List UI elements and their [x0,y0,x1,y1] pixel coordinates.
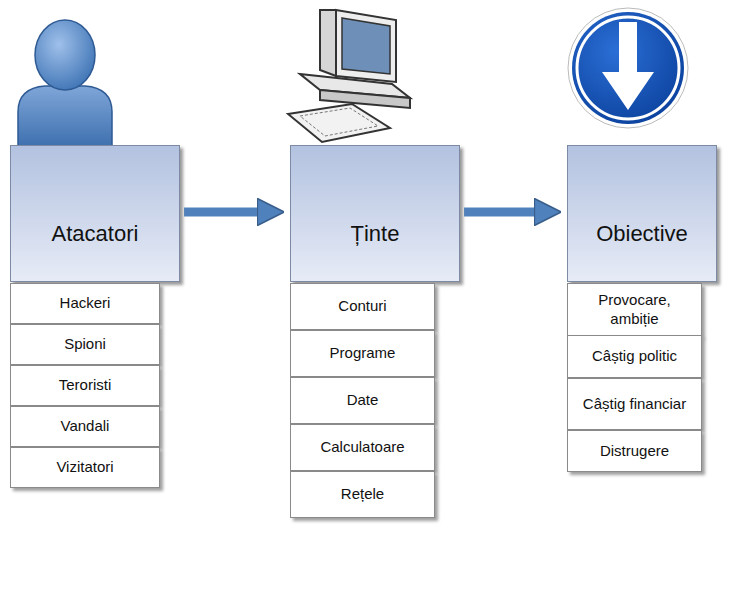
category-header-box: Obiective [567,145,717,282]
item-label: Calculatoare [320,438,404,457]
item-label: Provocare, ambiție [574,291,695,329]
flow-arrow [464,208,537,217]
category-title: Atacatori [52,221,139,247]
item-label: Vandali [61,417,110,436]
item-label: Câștig financiar [583,395,686,414]
item-label: Distrugere [600,442,669,461]
computer-icon [288,10,410,142]
category-title: Ținte [351,221,400,247]
person-icon [18,20,112,148]
list-item-box: Programe [290,330,435,377]
item-label: Câștig politic [592,347,677,366]
item-label: Programe [330,344,396,363]
list-item-box: Vandali [10,406,160,447]
category-title: Obiective [596,221,688,247]
list-item-box: Spioni [10,324,160,365]
list-item-box: Calculatoare [290,424,435,471]
item-label: Spioni [64,335,106,354]
item-label: Date [347,391,379,410]
list-item-box: Distrugere [567,430,702,472]
list-item-box: Câștig politic [567,335,702,378]
list-item-box: Teroristi [10,365,160,406]
list-item-box: Câștig financiar [567,378,702,430]
category-header-box: Ținte [290,145,460,282]
list-item-box: Hackeri [10,283,160,324]
list-item-box: Vizitatori [10,447,160,488]
item-label: Conturi [338,297,386,316]
item-label: Vizitatori [56,458,113,477]
category-header-box: Atacatori [10,145,180,282]
list-item-box: Conturi [290,283,435,330]
list-item-box: Rețele [290,471,435,518]
list-item-box: Date [290,377,435,424]
flow-arrow [184,208,260,217]
item-label: Rețele [341,485,384,504]
item-label: Teroristi [59,376,112,395]
direction-sign [568,8,688,128]
item-label: Hackeri [60,294,111,313]
list-item-box: Provocare, ambiție [567,283,702,337]
